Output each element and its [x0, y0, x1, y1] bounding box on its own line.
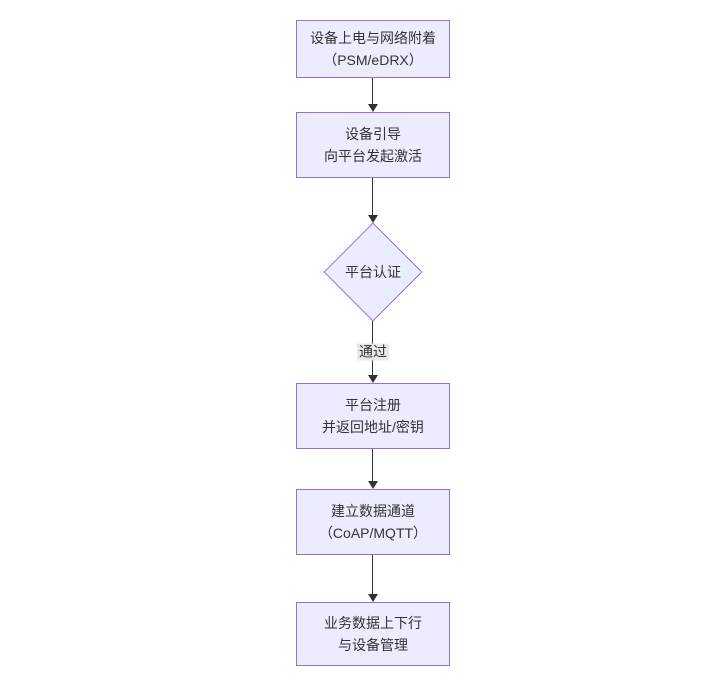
arrowhead-icon — [368, 481, 378, 489]
flow-node-platform-register: 平台注册 并返回地址/密钥 — [296, 383, 450, 449]
edge-label-pass: 通过 — [357, 343, 389, 361]
node-label-line: （PSM/eDRX） — [323, 52, 423, 68]
edge-line — [372, 78, 373, 104]
arrowhead-icon — [368, 104, 378, 112]
node-label-line: 向平台发起激活 — [324, 148, 422, 164]
flow-node-business-data: 业务数据上下行 与设备管理 — [296, 602, 450, 666]
edge-line — [372, 178, 373, 215]
edge-line — [372, 555, 373, 594]
edge-line — [372, 449, 373, 481]
node-label-line: 设备引导 — [345, 126, 401, 142]
node-label-line: 平台认证 — [345, 264, 401, 280]
node-label-line: 与设备管理 — [338, 637, 408, 653]
node-label-line: 建立数据通道 — [331, 503, 415, 519]
flow-node-bootstrap: 设备引导 向平台发起激活 — [296, 112, 450, 178]
node-label-line: 并返回地址/密钥 — [322, 419, 424, 435]
arrowhead-icon — [368, 594, 378, 602]
flow-node-power-attach: 设备上电与网络附着 （PSM/eDRX） — [296, 20, 450, 78]
arrowhead-icon — [368, 215, 378, 223]
arrowhead-icon — [368, 375, 378, 383]
node-label-line: （CoAP/MQTT） — [318, 525, 428, 541]
node-label-line: 设备上电与网络附着 — [310, 30, 436, 46]
node-label-line: 业务数据上下行 — [324, 615, 422, 631]
node-label-line: 平台注册 — [345, 397, 401, 413]
flow-node-data-channel: 建立数据通道 （CoAP/MQTT） — [296, 489, 450, 555]
